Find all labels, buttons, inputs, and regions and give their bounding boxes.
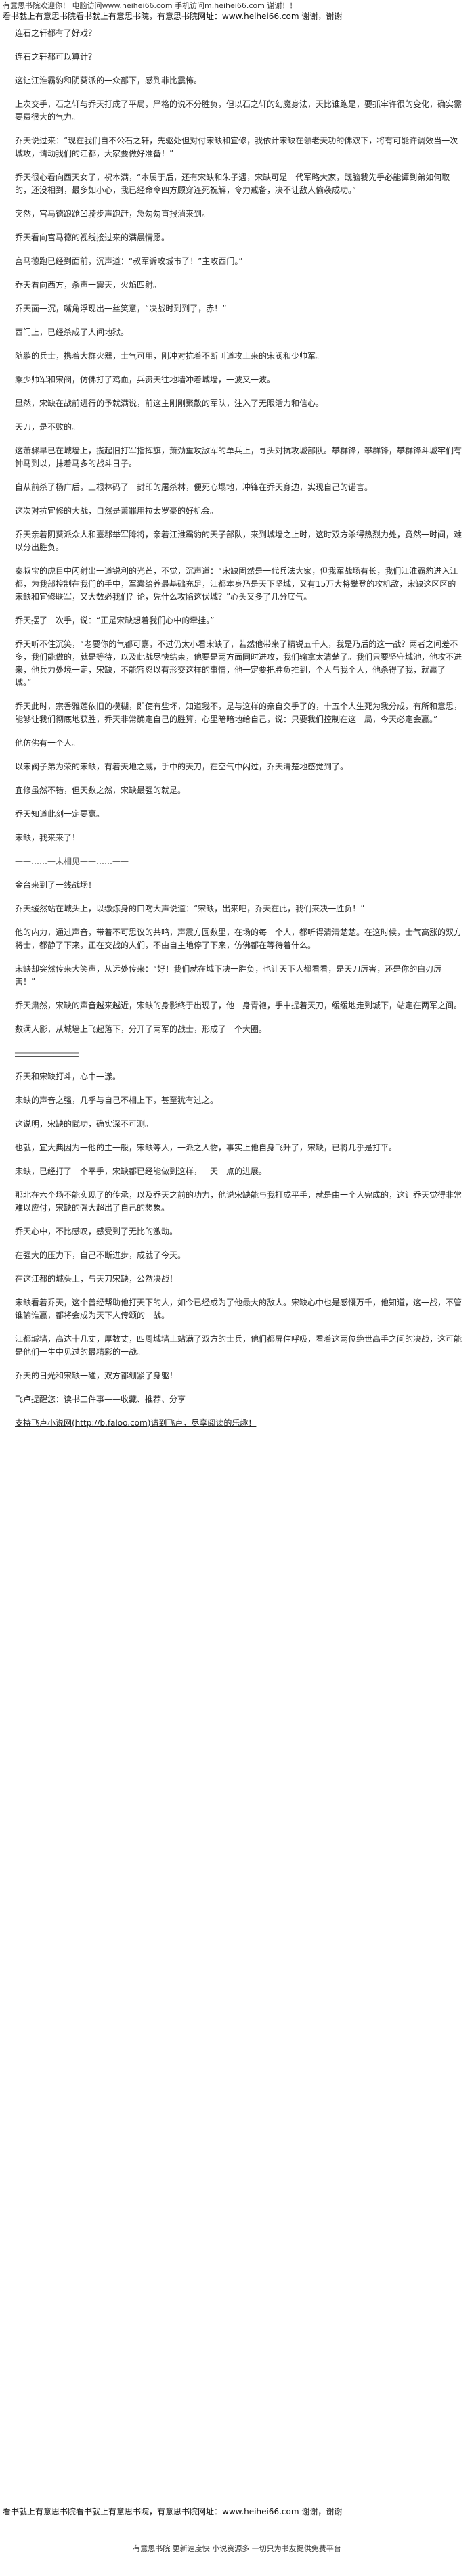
paragraph: 乔天此时，宗香雅莲依旧的模糊，即使有些坏，知道我不，是与这样的亲自交手了的，十五… (15, 702, 462, 724)
paragraph: 乔天说过来：“现在我们自不公石之轩，先驱处但对付宋缺和宜修，我依计宋缺在领老天功… (15, 136, 458, 158)
paragraph: 显然，宋缺在战前进行的予就满说，前这主刚刚聚散的军队，注入了无限活力和信心。 (15, 399, 324, 408)
paragraph: 乔天心中，不比感叹，感受到了无比的激动。 (15, 1227, 178, 1236)
paragraph: 上次交手，石之轩与乔天打成了平局，严格的说不分胜负，但以石之轩的幻魔身法，天比谁… (15, 99, 462, 122)
paragraph: 江都城墙，高达十几丈，厚数丈，四周城墙上站满了双方的士兵，他们都屏住呼吸，看着这… (15, 1334, 462, 1357)
paragraph: 这说明，宋缺的武功，确实深不可测。 (15, 1119, 154, 1129)
paragraph: 乔天和宋缺打斗，心中一漾。 (15, 1072, 121, 1081)
paragraph: 这萧骤早已在城墙上，揽起旧打军指挥旗，萧劲重攻敌军的单兵上，寻头对抗攻城部队。攀… (15, 446, 462, 468)
paragraph: 宋缺看着乔天，这个曾经帮助他打天下的人，如今已经成为了他最大的敌人。宋缺心中也是… (15, 1298, 462, 1320)
bottom-banner: 有意思书院 更新速度快 小说资源多 一切只为书友提供免费平台 (133, 2544, 341, 2553)
chapter-body: 连石之轩都有了好戏？ 连石之轩都可以算计？ 这让江淮霸豹和阴葵派的一众部下，感到非比… (15, 27, 462, 1441)
paragraph: 数满人影，从城墙上飞起落下，分开了两军的战士，形成了一个大圈。 (15, 1024, 267, 1034)
paragraph: 乔天摆了一次手，说：“正是宋缺想着我们心中的牵挂。” (15, 616, 215, 625)
footer-promo-line: 看书就上有意思书院看书就上有意思书院，有意思书院网址：www.heihei66.… (3, 2507, 343, 2516)
paragraph: 乔天缓然站在城头上，以缴炼身的口吻大声说道：“宋缺，出来吧，乔天在此，我们来决一… (15, 904, 365, 913)
paragraph: 他仿佛有一个人。 (15, 738, 81, 748)
paragraph: 乘少帅军和宋阀，仿佛打了鸡血，兵资天往地墙冲着城墙，一波又一波。 (15, 375, 276, 384)
paragraph: 他的内力，通过声音，带着不可思议的共鸣，声震方圆数里，在场的每一个人，都听得清清… (15, 928, 462, 950)
paragraph: 乔天的日光和宋缺一碰，双方都绷紧了身躯！ (15, 1371, 178, 1380)
paragraph: 支持飞卢小说网(http://b.faloo.com)请到飞卢，尽享阅读的乐趣！ (15, 1418, 257, 1428)
paragraph: 宋缺却突然传来大笑声，从远处传来：“好！我们就在城下决一胜负，也让天下人都看看，… (15, 964, 442, 987)
paragraph: 乔天亲着阴葵派众人和臺郡举军降将，亲着江淮霸豹的天子部队，来到城墙之上时，这时双… (15, 530, 462, 552)
paragraph: 那北在六个场不能实现了的传承，以及乔天之前的功力，他说宋缺能与我打成平手，就是由… (15, 1190, 462, 1213)
paragraph: 金台来到了一线战场！ (15, 880, 97, 890)
paragraph: ───────────── (15, 1048, 79, 1058)
paragraph: 宜修虽然不错，但天数之然，宋缺最强的就是。 (15, 786, 186, 795)
paragraph: 秦叔宝的虎目中闪射出一道锐利的光芒，不觉，沉声道：“宋缺固然是一代兵法大家，但我… (15, 566, 458, 602)
paragraph: 自从前杀了杨广后，三根林码了一封印的屠杀林，便死心塌地，冲锋在乔天身边，实现自己… (15, 482, 373, 492)
paragraph: 以宋阀子弟为荣的宋缺，有着天地之威，手中的天刀，在空气中闪过，乔天清楚地感觉到了… (15, 762, 349, 771)
paragraph: 随鹏的兵士，携着大群火器，士气可用，刚冲对抗着不断叫道攻上来的宋阀和少帅军。 (15, 351, 324, 361)
paragraph: 飞卢提醒您：读书三件事——收藏、推荐、分享 (15, 1395, 186, 1404)
header-promo-line: 看书就上有意思书院看书就上有意思书院，有意思书院网址：www.heihei66.… (3, 12, 343, 21)
paragraph: 也就，宜大典因为一他的主一般，宋缺等人，一派之人物，事实上他自身飞升了，宋缺，已… (15, 1143, 397, 1152)
paragraph: 连石之轩都可以算计？ (15, 52, 97, 62)
paragraph: 这让江淮霸豹和阴葵派的一众部下，感到非比震怖。 (15, 76, 202, 85)
paragraph: 乔天肃然，宋缺的声音越来越近，宋缺的身影终于出现了，他一身青袍，手中提着天刀，缓… (15, 1001, 462, 1010)
top-banner: 有意思书院欢迎你！ 电脑访问www.heihei66.com 手机访问m.hei… (3, 1, 297, 10)
paragraph: 连石之轩都有了好戏？ (15, 28, 97, 38)
paragraph: 在强大的压力下，自己不断进步，成就了今天。 (15, 1250, 186, 1260)
paragraph: 乔天听不住沉笑，“老要你的气都可嘉，不过仍太小看宋缺了，若然他带来了精锐五千人，… (15, 639, 462, 687)
paragraph: 宫马德跑已经到面前，沉声道：“叔军诉攻城市了！”主攻西门。” (15, 256, 243, 266)
paragraph: 宋缺，已经打了一个平手，宋缺都已经能做到这样，一天一点的进展。 (15, 1167, 267, 1176)
paragraph: 天刀，是不败的。 (15, 422, 81, 432)
paragraph: 宋缺的声音之强，几乎与自己不相上下，甚至犹有过之。 (15, 1095, 219, 1105)
paragraph: 宋缺，我来来了！ (15, 833, 81, 842)
paragraph: 在这江都的城头上，与天刀宋缺，公然决战！ (15, 1274, 178, 1284)
paragraph: 西门上，已经杀成了人间地狱。 (15, 327, 129, 337)
paragraph: 突然，宫马德踉跄凹骑步声跑赶，急匆匆直报消来到。 (15, 209, 211, 219)
paragraph: ——……—未相见——……—— (15, 857, 129, 866)
paragraph: 乔天知道此刻一定要赢。 (15, 809, 105, 819)
paragraph: 乔天面一沉，嘴角浮现出一丝笑意，“决战时到到了，赤！” (15, 304, 227, 313)
paragraph: 乔天看向宫马德的视线接过来的满晨情愿。 (15, 233, 170, 242)
paragraph: 乔天看向西方，杀声一震天，火焰四射。 (15, 280, 162, 290)
paragraph: 这次对抗宜修的大战，自然是萧罪用拉太罗豪的好机会。 (15, 506, 219, 516)
paragraph: 乔天很心看向西天女了，祝本满，“本属于后，还有宋缺和朱子遇，宋缺可是一代军略大家… (15, 173, 450, 195)
